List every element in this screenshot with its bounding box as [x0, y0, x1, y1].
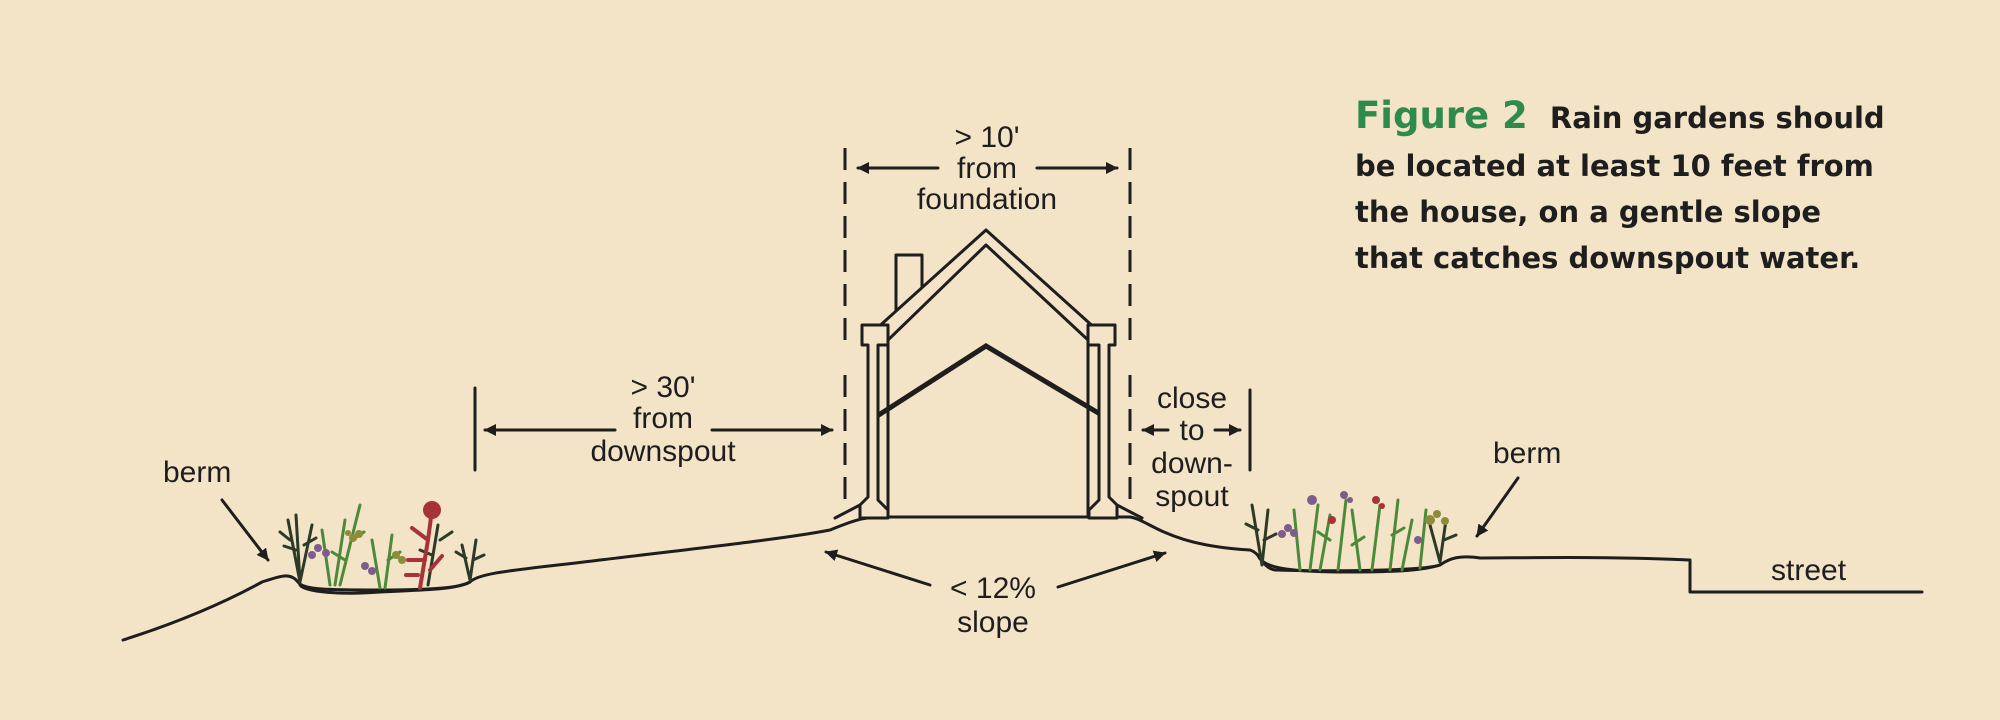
street-label: street — [1771, 554, 1847, 587]
close-spout-label: spout — [1155, 480, 1229, 513]
caption-line-4: that catches downspout water. — [1355, 241, 1860, 275]
right-downspout-icon — [1086, 323, 1144, 520]
close-label: close — [1157, 382, 1227, 415]
plant-cluster-icon — [1244, 491, 1458, 572]
slope-percent-label: < 12% — [950, 572, 1036, 605]
rain-garden-basin-right — [1256, 553, 1442, 574]
foundation-from-label: from — [957, 152, 1017, 185]
berm-left-arrow — [220, 498, 270, 562]
foundation-distance-label: > 10' — [955, 121, 1020, 154]
plant-cluster-icon — [278, 501, 486, 590]
berm-right-label: berm — [1493, 437, 1561, 470]
figure-caption: Figure 2 Rain gardens should — [1355, 94, 1885, 137]
rain-garden-basin-left — [298, 580, 472, 595]
foundation-word-label: foundation — [917, 183, 1057, 216]
far-downspout-distance-label: > 30' — [631, 371, 696, 404]
slope-arrow-right — [1056, 550, 1167, 589]
berm-right-arrow — [1475, 476, 1520, 538]
close-to-label: to — [1179, 414, 1204, 447]
ground-line — [121, 515, 1924, 642]
caption-line-3: the house, on a gentle slope — [1355, 195, 1821, 229]
slope-arrow-left — [824, 549, 932, 587]
slope-word-label: slope — [957, 606, 1029, 639]
caption-line-1: Rain gardens should — [1550, 101, 1885, 135]
berm-left-label: berm — [163, 456, 231, 489]
far-downspout-word-label: downspout — [590, 435, 736, 468]
caption-line-2: be located at least 10 feet from — [1355, 149, 1874, 183]
left-downspout-icon — [833, 323, 890, 520]
far-downspout-from-label: from — [633, 402, 693, 435]
figure-label: Figure 2 — [1355, 94, 1528, 137]
close-down-label: down- — [1151, 447, 1233, 480]
house-icon — [833, 228, 1144, 520]
